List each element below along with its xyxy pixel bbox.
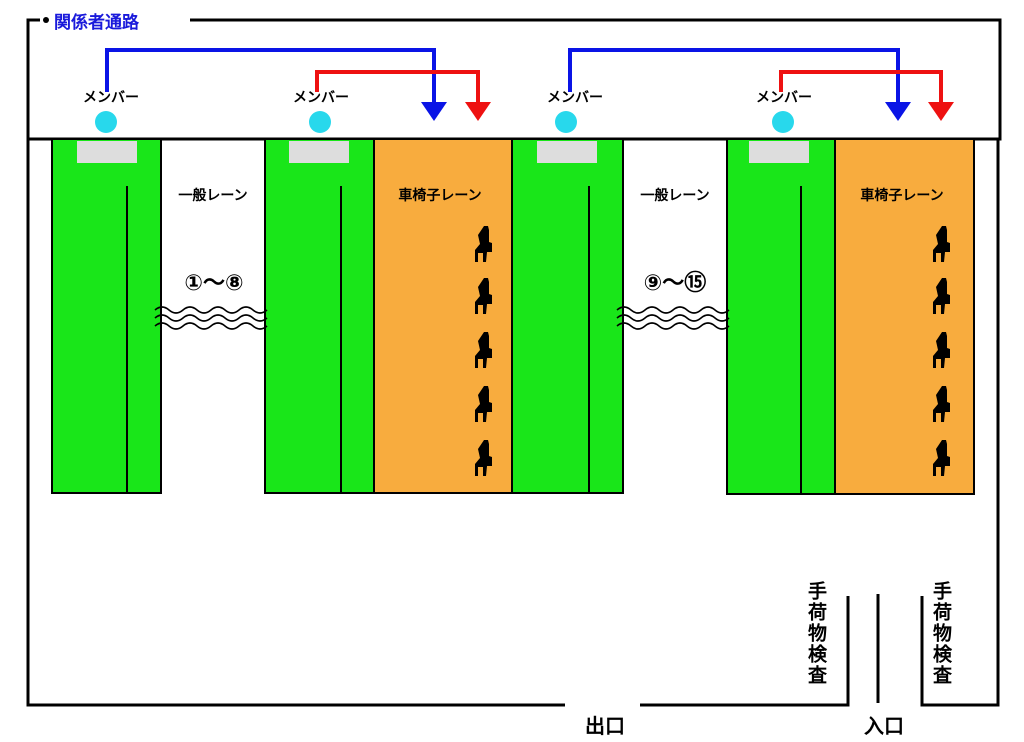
corridor-title: 関係者通路 <box>43 12 140 33</box>
arrow-heads <box>421 102 954 121</box>
general-lane-label-1: 一般レーン <box>178 187 247 204</box>
general-lane-label-2: 一般レーン <box>640 187 709 204</box>
member-label: メンバー <box>293 90 349 106</box>
range-label-left: ①～⑧ <box>184 271 243 296</box>
corridor-label: 関係者通路 <box>54 12 140 33</box>
member-label: メンバー <box>83 90 139 106</box>
green-lane-4 <box>726 138 836 495</box>
bag-check-label-left: 手荷物検査 <box>805 580 828 686</box>
member-label: メンバー <box>547 90 603 106</box>
member-marker-2: メンバー <box>293 90 349 133</box>
range-label-right: ⑨～⑮ <box>644 270 707 296</box>
arrow-down-icon <box>885 102 911 121</box>
green-lane-3 <box>511 138 624 494</box>
wheelchair-lane-label-2: 車椅子レーン <box>860 187 943 204</box>
wheelchair-lane-1 <box>373 138 513 494</box>
member-marker-1: メンバー <box>83 90 139 133</box>
wheelchair-lane-label-1: 車椅子レーン <box>398 187 481 204</box>
member-route-arrows <box>105 48 943 104</box>
arrow-down-icon <box>928 102 954 121</box>
member-marker-4: メンバー <box>756 90 812 133</box>
arrow-down-icon <box>465 102 491 121</box>
green-lane-2 <box>264 138 375 494</box>
entrance-label: 入口 <box>864 714 904 738</box>
member-label: メンバー <box>756 90 812 106</box>
exit-label: 出口 <box>585 714 625 738</box>
bag-check-label-right: 手荷物検査 <box>930 580 953 686</box>
wheelchair-lane-2 <box>834 138 975 495</box>
green-lane-1 <box>51 138 162 494</box>
queue-wave-left <box>154 306 268 330</box>
queue-wave-right <box>616 306 730 330</box>
arrow-down-icon <box>421 102 447 121</box>
member-marker-3: メンバー <box>547 90 603 133</box>
